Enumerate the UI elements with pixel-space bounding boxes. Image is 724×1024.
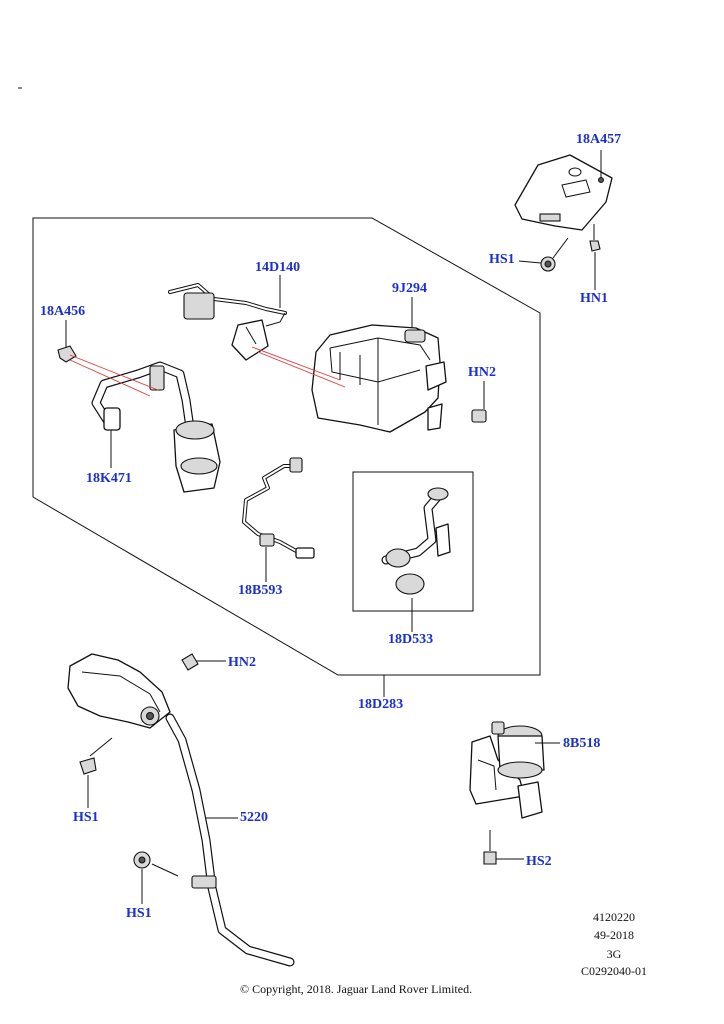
hose-18D533 — [381, 487, 451, 595]
clip-hn2-right — [471, 409, 487, 423]
label-hn2-lower: HN2 — [228, 655, 256, 670]
label-hs1-left: HS1 — [73, 810, 99, 825]
bolt-hs1-left — [79, 757, 97, 775]
nut-hn1 — [589, 240, 601, 252]
label-18D283: 18D283 — [358, 697, 404, 712]
ref-code-2: 49-2018 — [594, 928, 634, 942]
ref-code-1: 4120220 — [593, 910, 635, 924]
label-14D140: 14D140 — [255, 260, 301, 275]
clip-hn2-lower — [181, 653, 199, 671]
label-hn2-right: HN2 — [468, 365, 496, 380]
label-18B593: 18B593 — [238, 583, 283, 598]
label-hs1-top: HS1 — [489, 252, 515, 267]
tube-18K471 — [91, 361, 221, 493]
filler-tube-5220 — [67, 653, 295, 967]
label-9J294: 9J294 — [392, 281, 427, 296]
label-hs1-bottom: HS1 — [126, 906, 152, 921]
label-hs2: HS2 — [526, 854, 552, 869]
pump-8B518 — [469, 721, 545, 819]
label-hn1: HN1 — [580, 291, 608, 306]
nut-hs1-bottom — [133, 851, 151, 869]
label-18A456: 18A456 — [40, 304, 86, 319]
pipe-18B593 — [242, 457, 315, 559]
ref-code-4: C0292040-01 — [581, 964, 647, 978]
label-18K471: 18K471 — [86, 471, 132, 486]
bolt-hs1-top — [540, 256, 556, 272]
clip-18A456 — [57, 345, 77, 363]
inset-box-18D533 — [352, 471, 474, 612]
assembly-outline-18D283 — [32, 217, 541, 676]
label-5220: 5220 — [240, 810, 268, 825]
label-8B518: 8B518 — [563, 736, 601, 751]
canister-9J294 — [311, 324, 447, 433]
bracket-18A457 — [514, 154, 613, 231]
bolt-hs2 — [483, 851, 497, 865]
label-18A457: 18A457 — [576, 132, 622, 147]
ref-code-3: 3G — [606, 947, 622, 961]
label-18D533: 18D533 — [388, 632, 434, 647]
sensor-harness-14D140 — [168, 283, 287, 361]
copyright-notice: © Copyright, 2018. Jaguar Land Rover Lim… — [240, 982, 473, 996]
